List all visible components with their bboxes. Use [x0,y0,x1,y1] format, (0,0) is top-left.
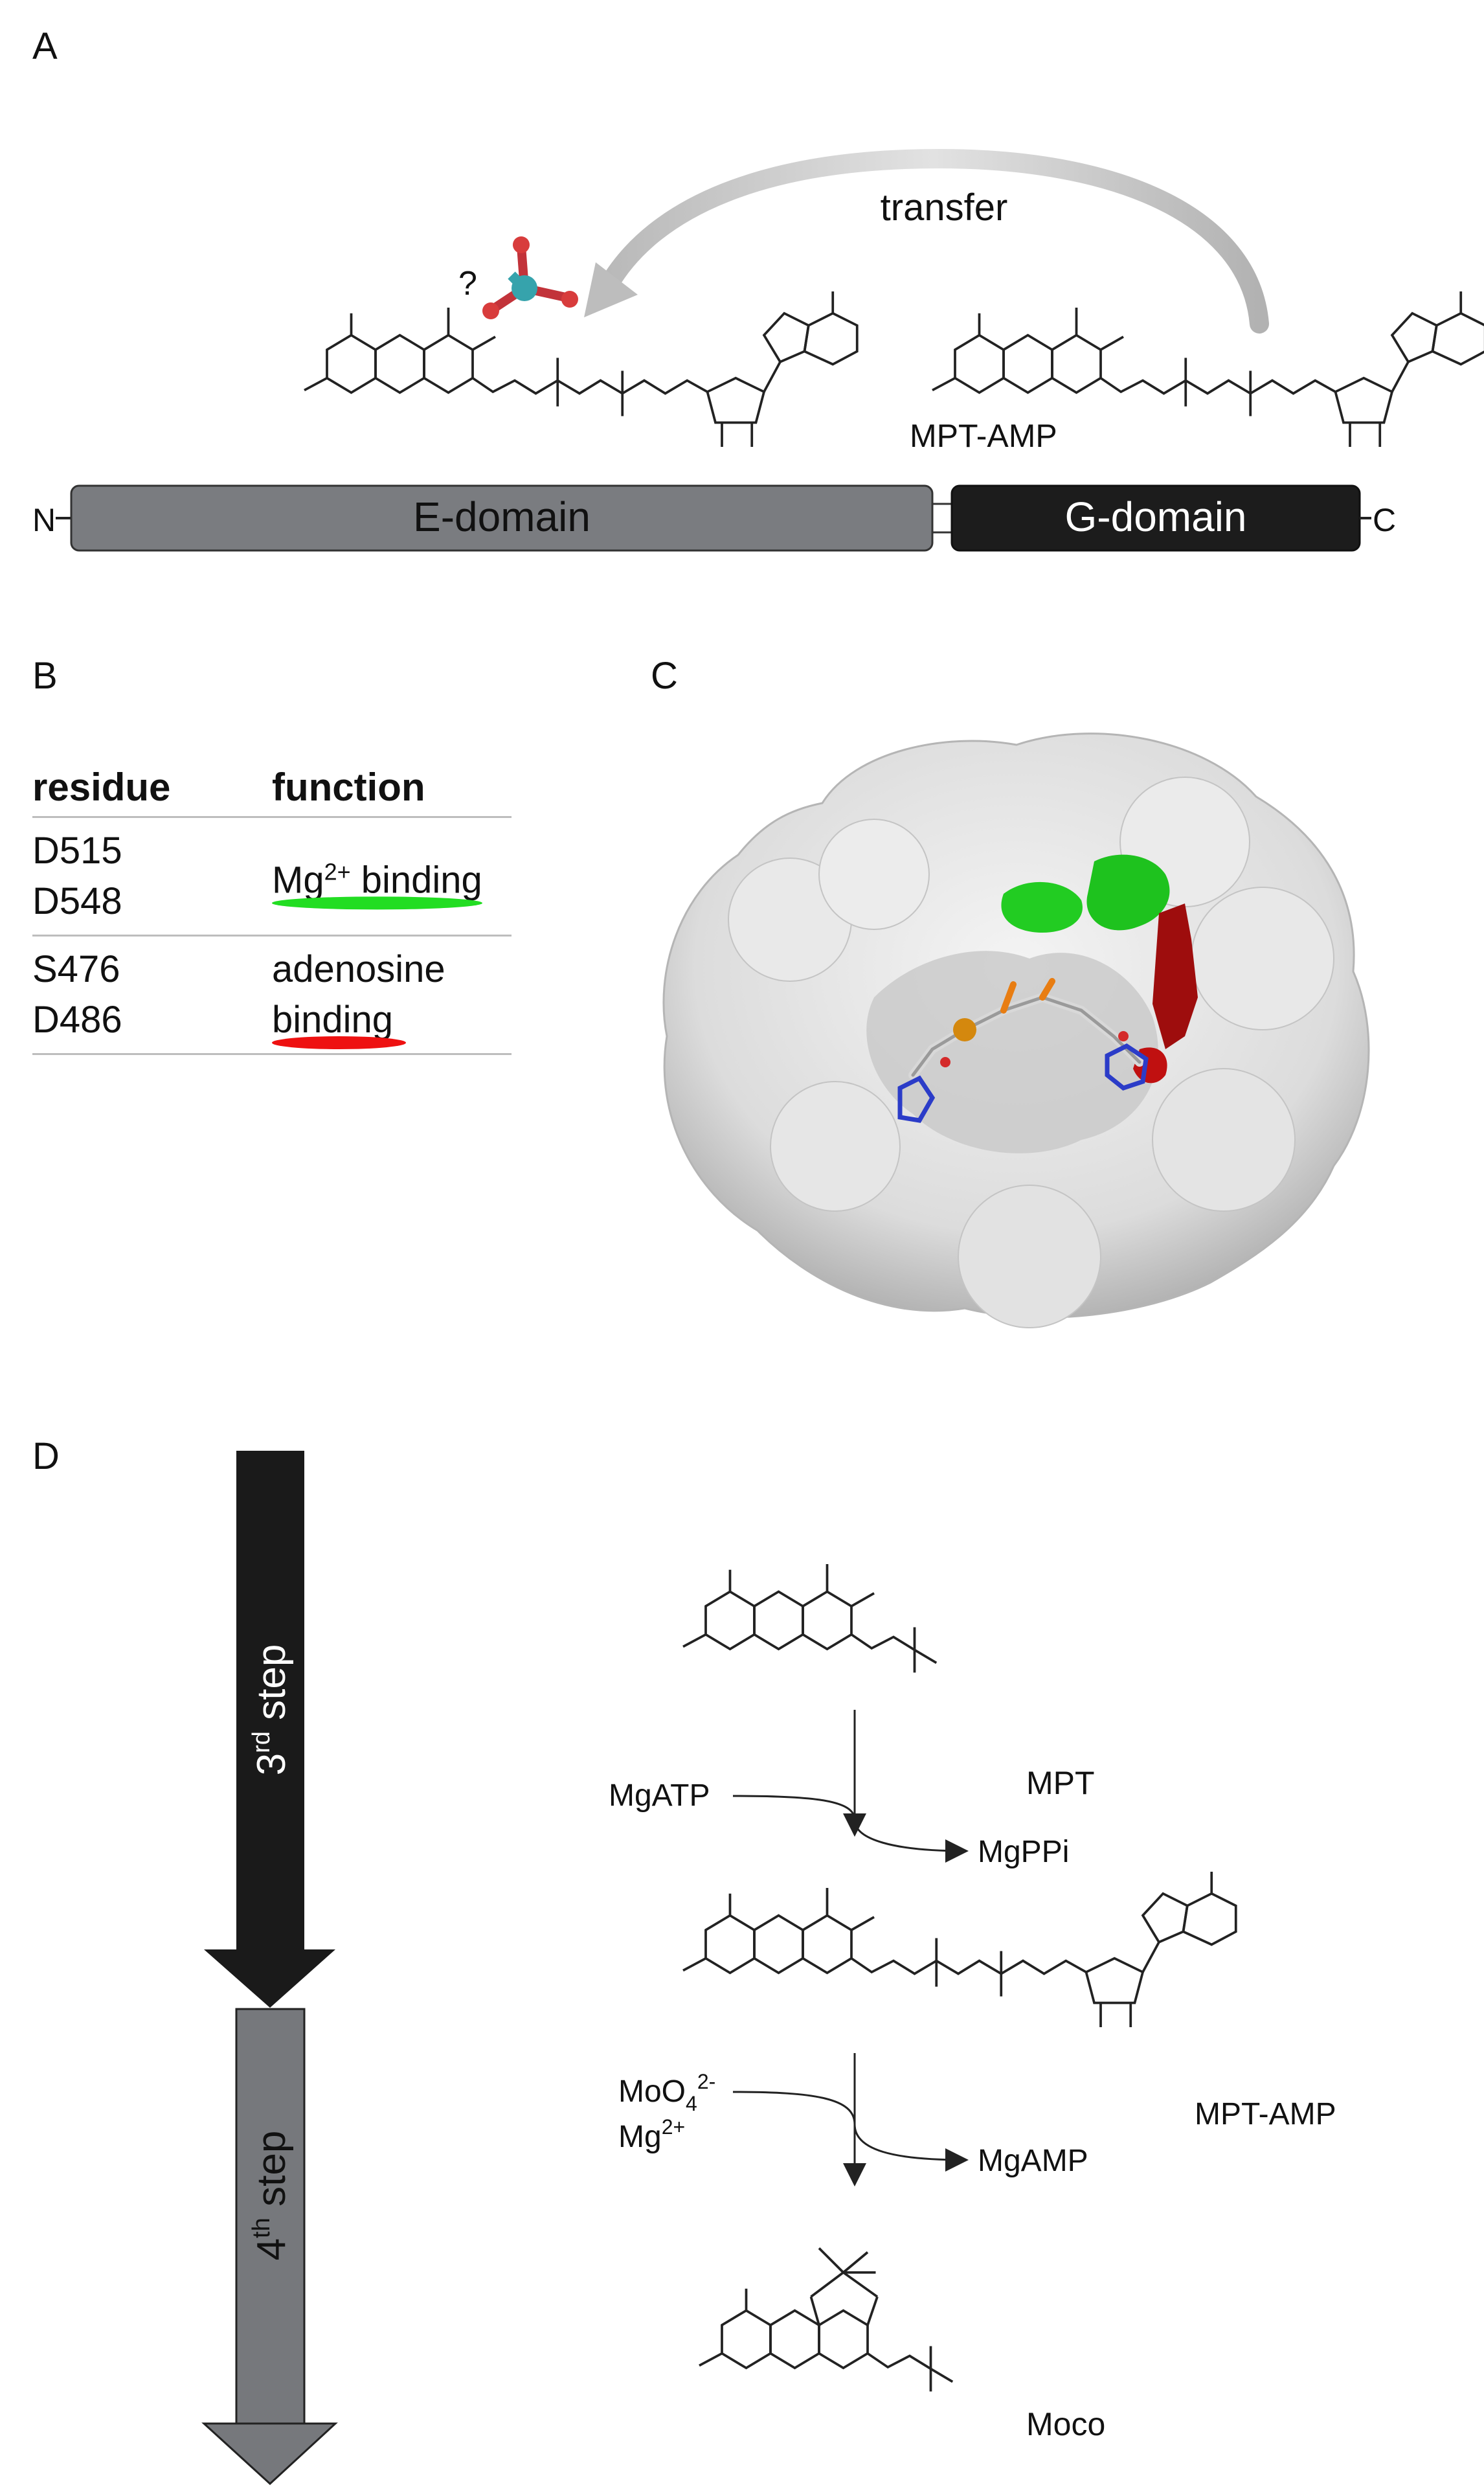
table-row: S476 D486 adenosine binding [32,937,512,1055]
residue-cell: D548 [32,880,122,922]
molybdate-icon [482,236,578,319]
transfer-label: transfer [881,187,1008,229]
panel-label-c: C [651,655,678,697]
g-domain-label: G-domain [1065,494,1247,540]
mpt-structure [682,1564,938,1673]
c-terminus-label: C [1373,502,1396,538]
residue-cell: D515 [32,830,122,872]
table-header: residue function [32,758,512,818]
table-row: D515 D548 Mg2+ binding [32,818,512,937]
mgatp-label: MgATP [609,1778,710,1813]
residue-function-table: residue function D515 D548 Mg2+ binding … [32,758,512,1055]
mpt-amp-structure [682,1870,1237,2028]
protein-surface-render [662,732,1370,1328]
adenosine-function-line2: binding [272,995,407,1049]
mpt-amp-product-label: MPT-AMP [1195,2097,1336,2131]
moco-label: Moco [1026,2406,1105,2442]
green-highlight [272,896,482,910]
question-mark: ? [458,265,477,302]
mg-binding-surface [1086,854,1170,931]
moco-structure [698,2247,954,2392]
adenosine-binding-surface [1152,903,1198,1049]
header-function: function [272,765,425,809]
step4-label: 4th step [248,2131,294,2261]
mgppi-label: MgPPi [978,1835,1069,1869]
panel-label-d: D [32,1435,60,1477]
panel-label-a: A [32,25,58,67]
step4-arrow [201,2008,338,2486]
mg-ion-label: Mg2+ [618,2115,685,2154]
panel-label-b: B [32,655,58,697]
transfer-arrow [599,148,1269,334]
red-highlight [272,1036,407,1049]
mg-binding-function: Mg2+ binding [272,846,482,910]
residue-cell: S476 [32,948,120,990]
residue-cell: D486 [32,999,122,1041]
mpt-label: MPT [1026,1765,1095,1801]
binding-cleft [866,951,1158,1153]
molybdate-label: MoO42- [618,2070,715,2115]
panel-a-diagram: transfer ? MPT-AMP N E-domain G-domain C [32,148,1484,552]
header-residue: residue [32,765,171,809]
step3-arrow [204,1451,335,2008]
domain-linker [931,503,953,534]
transfer-arrowhead [584,262,638,317]
mpt-amp-label: MPT-AMP [910,418,1057,454]
e-domain-label: E-domain [413,494,590,540]
mgamp-label: MgAMP [978,2144,1088,2178]
step3-label: 3rd step [248,1644,294,1776]
panel-d-diagram: 3rd step 4th step MPT MgATP MgPPi MoO42-… [201,1451,1336,2486]
n-terminus-label: N [32,502,56,538]
mpt-amp-structure-left [303,290,859,448]
adenosine-function-line1: adenosine [272,948,445,990]
bound-ligand [897,978,1149,1123]
